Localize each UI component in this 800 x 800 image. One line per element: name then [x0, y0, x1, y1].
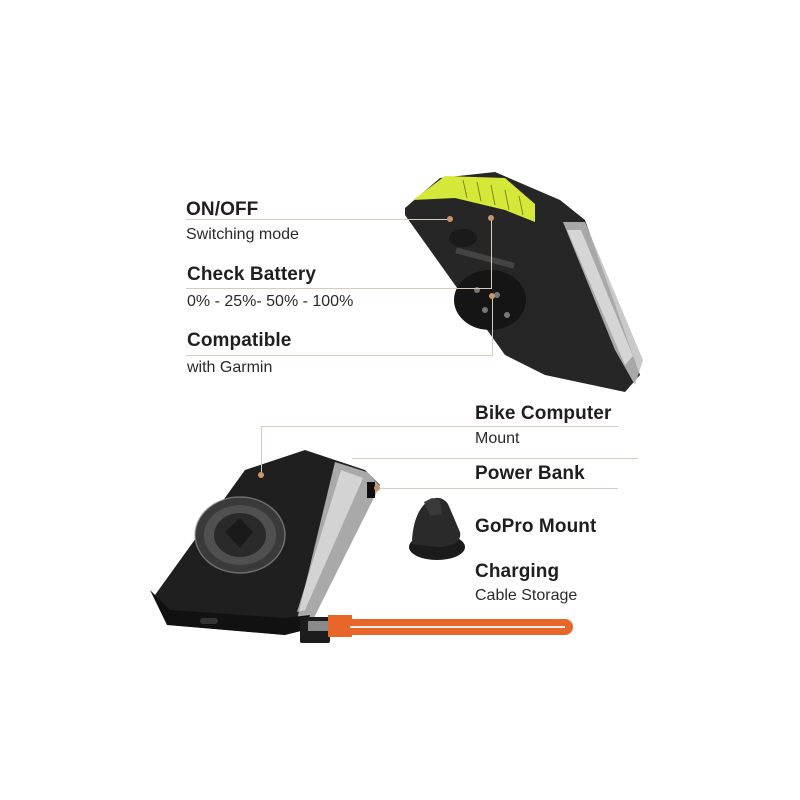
leader-line-power-bank	[377, 488, 618, 489]
gopro-mount-image	[409, 497, 465, 560]
leader-line-battery	[186, 288, 492, 289]
callout-subtitle-onoff: Switching mode	[186, 226, 299, 243]
leader-line-bike-computer	[261, 426, 618, 427]
leader-line-onoff	[186, 219, 450, 220]
device-top-image	[405, 172, 643, 392]
leader-line-compatible-vertical	[492, 296, 493, 356]
leader-dot-onoff	[447, 216, 453, 222]
leader-dot-bike-computer	[258, 472, 264, 478]
callout-subtitle-check-battery: 0% - 25%- 50% - 100%	[187, 293, 354, 310]
callout-title-bike-computer: Bike Computer	[475, 403, 612, 424]
leader-line-battery-vertical	[491, 218, 492, 288]
callout-title-onoff: ON/OFF	[186, 199, 259, 220]
callout-title-power-bank: Power Bank	[475, 463, 585, 484]
leader-dot-battery	[488, 215, 494, 221]
callout-title-check-battery: Check Battery	[187, 264, 317, 285]
callout-title-charging: Charging	[475, 561, 560, 582]
leader-line-compatible	[186, 355, 493, 356]
callout-subtitle-charging: Cable Storage	[475, 587, 578, 604]
charging-cable-image	[300, 615, 573, 643]
leader-line-power-bank-top	[352, 458, 638, 459]
leader-line-bike-computer-vertical	[261, 426, 262, 474]
callout-subtitle-bike-computer: Mount	[475, 430, 520, 447]
device-bottom-image	[150, 450, 380, 635]
callout-title-gopro-mount: GoPro Mount	[475, 516, 597, 537]
callout-subtitle-compatible: with Garmin	[187, 359, 273, 376]
leader-dot-power-bank	[374, 485, 380, 491]
callout-title-compatible: Compatible	[187, 330, 292, 351]
leader-dot-compatible	[489, 293, 495, 299]
